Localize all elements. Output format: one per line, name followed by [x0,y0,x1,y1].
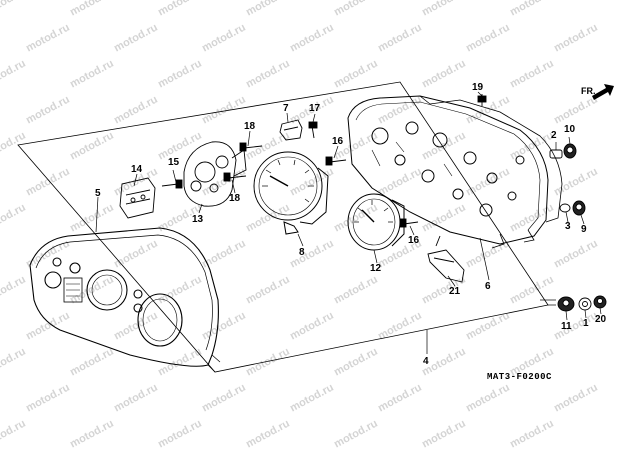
cushion-part [557,296,575,312]
screw-part [161,179,183,189]
callout-14: 14 [131,164,143,175]
callout-5: 5 [95,188,101,199]
callout-4: 4 [423,356,429,367]
screw-part [223,172,247,182]
washer-part [559,203,571,213]
connector-part [279,119,303,141]
callout-18a: 18 [244,121,256,132]
bracket-part [119,177,156,219]
callout-1: 1 [583,318,589,329]
callout-8: 8 [299,247,305,258]
front-direction-arrow-icon [592,84,614,100]
nut-part [593,295,607,309]
callout-7: 7 [283,103,289,114]
callout-3: 3 [565,221,571,232]
meter-case [347,95,563,249]
small-gauge-unit [183,141,247,207]
callout-20: 20 [595,314,607,325]
callout-2: 2 [551,130,557,141]
callout-10: 10 [564,124,576,135]
assembly-outline [17,81,549,373]
screw-part [399,218,419,228]
callout-17: 17 [309,103,321,114]
screw-part [308,121,318,139]
tachometer [253,151,329,235]
callout-9: 9 [581,224,587,235]
callout-6: 6 [485,281,491,292]
callout-13: 13 [192,214,204,225]
screw-part [239,142,263,152]
callout-12: 12 [370,263,382,274]
callout-15: 15 [168,157,180,168]
meter-cover [29,227,221,373]
diagram-code: MAT3-F0200C [487,372,552,382]
callout-18b: 18 [229,193,241,204]
callout-11: 11 [561,321,572,332]
bulb-socket-part [563,143,577,159]
callout-16b: 16 [408,235,420,246]
harness-bracket [427,235,465,283]
leader-lines [95,91,602,354]
front-direction-label: FR. [581,86,596,96]
callout-21: 21 [449,286,461,297]
callout-19: 19 [472,82,484,93]
collar-part [578,297,592,311]
callout-16a: 16 [332,136,344,147]
screw-part [325,156,347,166]
socket-part [572,200,586,216]
